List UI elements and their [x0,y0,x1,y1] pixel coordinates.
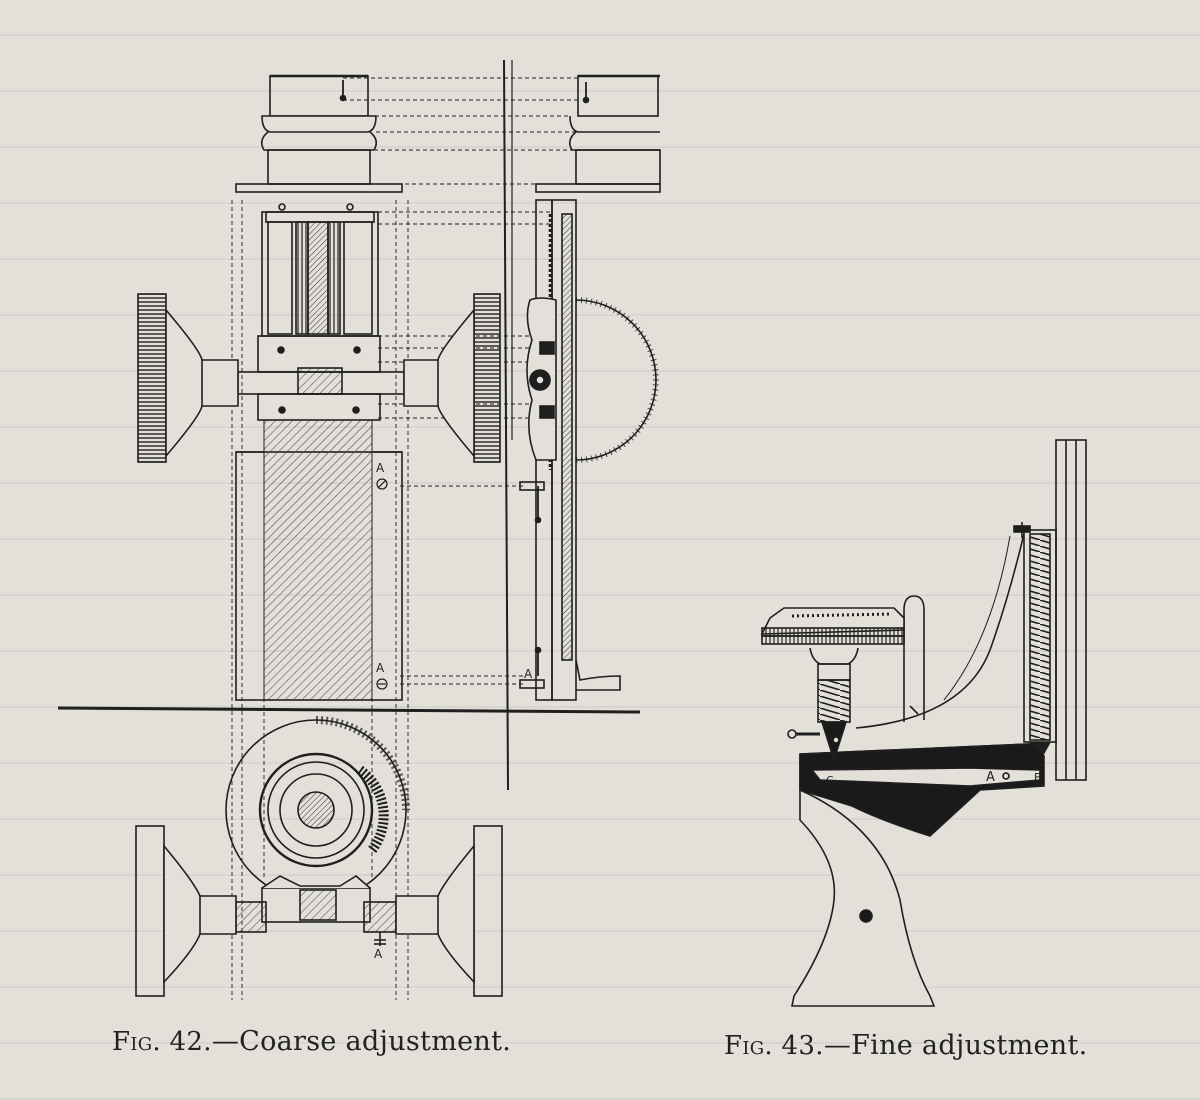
milled-head [760,607,905,645]
fig42-coarse-adjustment-drawing: A A [57,59,661,1000]
caption-fig42-text: —Coarse adjustment. [211,1026,512,1057]
label-a-2: A [376,661,385,675]
label-a-3: A [524,667,533,681]
divider-horizontal [57,706,641,714]
left-milled-knob [137,293,239,463]
fig43-fine-adjustment-drawing [760,439,1087,1007]
pinion-block [237,335,405,421]
label-a-fig43: A [986,770,995,785]
side-view-limb [519,199,659,701]
tube-column-front [260,74,378,185]
tube-column-side [535,74,661,193]
top-plate [235,183,403,193]
fulcrum-point [1002,772,1010,780]
caption-fig43-prefix: Fig. 43. [724,1031,824,1061]
caption-fig42: Fig. 42.—Coarse adjustment. [112,1026,511,1057]
limb-plates [1055,439,1087,781]
caption-fig43-text: —Fine adjustment. [823,1030,1088,1061]
lever-body [791,743,1045,1007]
fine-screw [787,647,859,763]
plan-view [135,716,503,997]
label-a-4: A [374,947,383,961]
caption-fig43: Fig. 43.—Fine adjustment. [724,1030,1087,1061]
label-b: B [1034,771,1042,784]
label-a-1: A [376,461,385,475]
curved-arm [855,533,1025,729]
spring-column [1013,522,1057,762]
divider-vertical-1 [503,59,509,791]
rack-housing [261,203,379,337]
label-c: C [826,774,834,787]
caption-fig42-prefix: Fig. 42. [112,1027,212,1057]
slide-body [235,419,403,701]
post [903,595,925,722]
right-milled-knob [403,293,501,463]
label-a-marks [376,478,388,690]
arm-inner-line [943,535,1011,701]
